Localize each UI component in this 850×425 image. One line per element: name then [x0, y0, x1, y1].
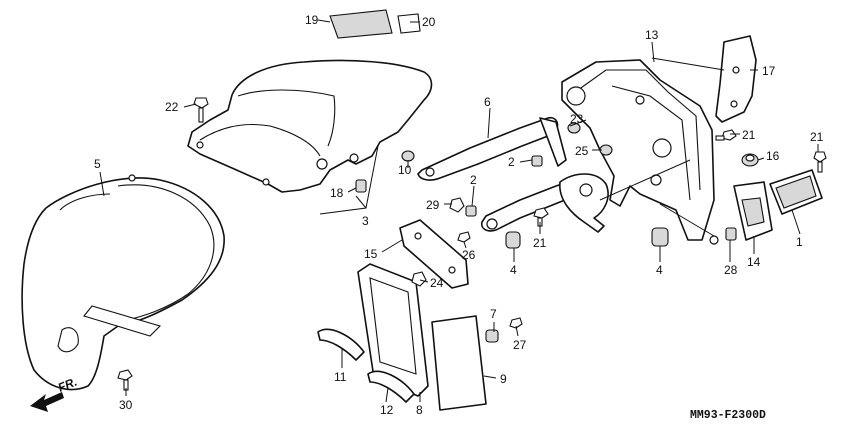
part-12-strip: [367, 370, 415, 403]
callout-22: 22: [165, 100, 179, 114]
callout-29: 29: [426, 198, 440, 212]
bolt-21c: [533, 207, 549, 227]
callout-20: 20: [422, 15, 436, 29]
callout-8: 8: [416, 403, 423, 417]
part-lower-bracket: [480, 173, 609, 233]
callout-14: 14: [747, 255, 761, 269]
callout-12: 12: [380, 403, 394, 417]
collar-18: [355, 179, 367, 193]
part-20-strip: [397, 13, 421, 34]
callout-11: 11: [334, 370, 347, 384]
grommet-4a: [505, 231, 521, 249]
part-3-rear-cowl: [187, 59, 433, 193]
nut-24: [411, 271, 427, 287]
part-11-strip: [317, 328, 365, 361]
part-13-tail-frame: [561, 59, 719, 245]
callout-17: 17: [762, 64, 776, 78]
callout-13: 13: [645, 28, 659, 42]
collar-28: [725, 227, 737, 241]
callout-26: 26: [462, 248, 476, 262]
callout-16: 16: [766, 149, 780, 163]
front-arrow-icon: FR.: [30, 375, 79, 412]
callout-7: 7: [490, 307, 497, 321]
callout-21c: 21: [533, 236, 547, 250]
part-14-bracket: [733, 181, 773, 241]
bolt-22: [193, 97, 209, 123]
collar-2b: [465, 205, 477, 217]
callout-9: 9: [500, 372, 507, 386]
bolt-21a: [715, 129, 737, 141]
bolt-30: [117, 369, 133, 391]
callout-3: 3: [362, 214, 369, 228]
callout-30: 30: [119, 398, 133, 412]
nut-29: [449, 197, 465, 213]
part-9-plate-pad: [431, 315, 487, 411]
callout-labels: 19 20 13 17 22 6 23 21 21 25 2 16 5 10 2…: [94, 13, 824, 417]
grommet-7: [485, 329, 499, 343]
front-label: FR.: [56, 375, 79, 395]
part-16-grommet: [741, 153, 759, 167]
callout-18: 18: [330, 186, 344, 200]
callout-21a: 21: [742, 128, 756, 142]
grommet-10: [401, 150, 415, 162]
grommet-4b: [651, 227, 669, 247]
callout-15: 15: [364, 247, 378, 261]
diagram-code: MM93-F2300D: [690, 409, 766, 422]
part-5-rear-fender: [21, 174, 225, 391]
part-17-bracket: [715, 35, 757, 123]
bolt-21b: [813, 151, 827, 173]
callout-19: 19: [305, 13, 319, 27]
callout-4a: 4: [510, 263, 517, 277]
callout-6: 6: [484, 95, 491, 109]
part-15-plate-bracket: [399, 219, 469, 289]
callout-2a: 2: [508, 155, 515, 169]
collar-2a: [531, 155, 543, 167]
part-1-reflector: [769, 169, 823, 215]
callout-1: 1: [796, 235, 803, 249]
callout-5: 5: [94, 157, 101, 171]
leader-lines: [99, 19, 819, 403]
screw-26: [457, 231, 471, 243]
part-8-plate-frame: [357, 263, 429, 397]
callout-2b: 2: [470, 173, 477, 187]
screw-27: [509, 317, 523, 329]
callout-4b: 4: [656, 263, 663, 277]
callout-28: 28: [724, 263, 738, 277]
part-6-bracket: [417, 116, 567, 181]
callout-21b: 21: [810, 130, 824, 144]
callout-23: 23: [570, 112, 584, 126]
callout-24: 24: [430, 276, 444, 290]
part-19-decal: [329, 9, 393, 39]
callout-10: 10: [398, 163, 412, 177]
callout-27: 27: [513, 338, 527, 352]
callout-25: 25: [575, 144, 589, 158]
